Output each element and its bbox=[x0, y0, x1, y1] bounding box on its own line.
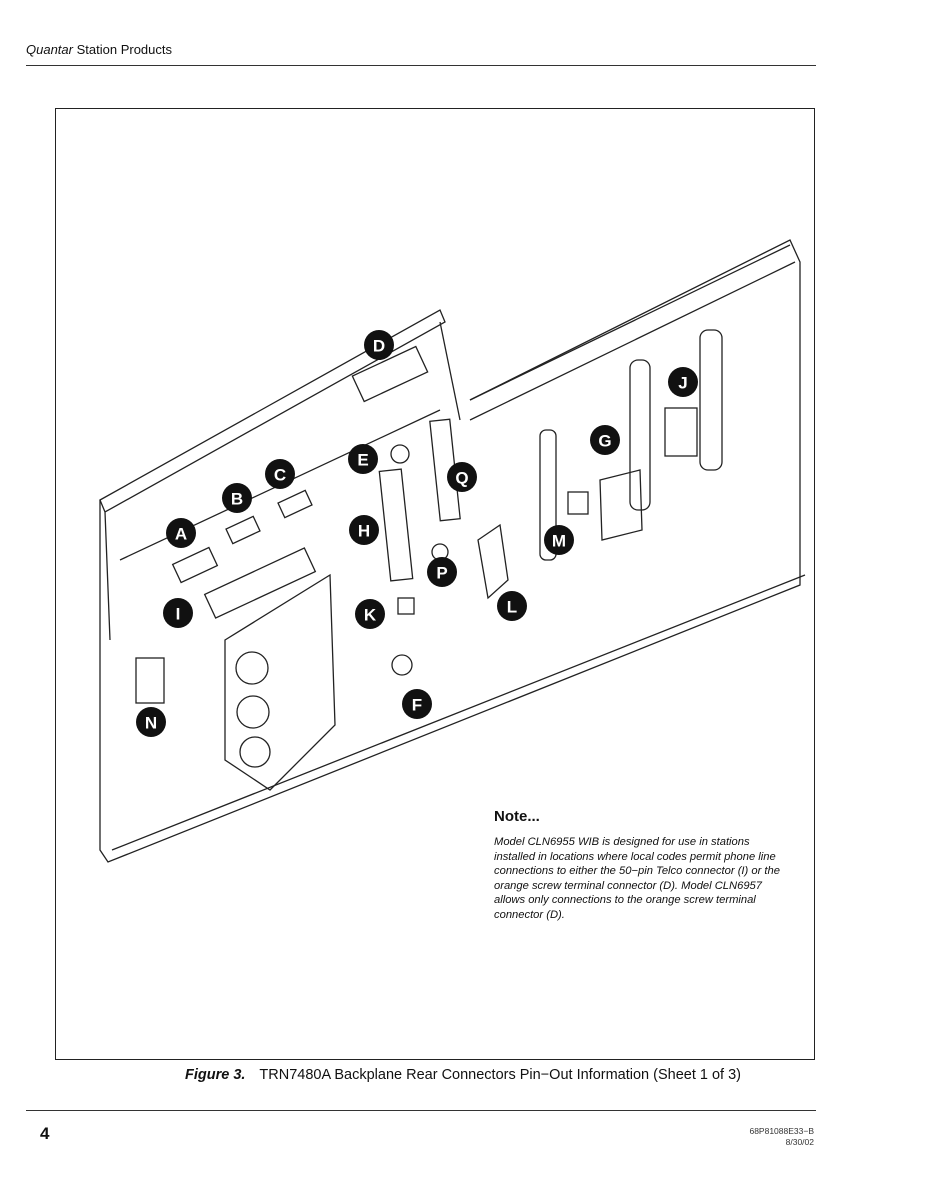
figure-frame bbox=[55, 108, 815, 1060]
figure-caption: Figure 3. TRN7480A Backplane Rear Connect… bbox=[0, 1067, 926, 1083]
callout-d-label: D bbox=[373, 337, 385, 356]
caption-text: TRN7480A Backplane Rear Connectors Pin−O… bbox=[259, 1067, 742, 1083]
header-rule bbox=[26, 65, 816, 66]
callout-h-marker bbox=[349, 515, 379, 545]
callout-l-marker bbox=[497, 591, 527, 621]
callout-p-label: P bbox=[436, 564, 447, 583]
callout-f-marker bbox=[402, 689, 432, 719]
callout-g-marker bbox=[590, 425, 620, 455]
callout-e-label: E bbox=[357, 451, 368, 470]
callout-b-label: B bbox=[231, 490, 243, 509]
callout-m-marker bbox=[544, 525, 574, 555]
note-box: Note... Model CLN6955 WIB is designed fo… bbox=[494, 808, 789, 922]
page-number: 4 bbox=[40, 1124, 50, 1143]
callout-a-marker bbox=[166, 518, 196, 548]
callout-k-label: K bbox=[364, 606, 377, 625]
brand-name: Quantar bbox=[26, 42, 73, 57]
backplane-panel bbox=[99, 239, 801, 863]
mounting-bracket bbox=[224, 573, 336, 791]
callout-n-label: N bbox=[145, 714, 157, 733]
callout-q-label: Q bbox=[455, 469, 468, 488]
callout-q-marker bbox=[447, 462, 477, 492]
callout-c-marker bbox=[265, 459, 295, 489]
callout-f-label: F bbox=[412, 696, 422, 715]
header-title: Station Products bbox=[76, 42, 172, 57]
callout-p-marker bbox=[427, 557, 457, 587]
doc-number: 68P81088E33−B bbox=[749, 1126, 814, 1136]
footer-rule bbox=[26, 1110, 816, 1111]
callout-k-marker bbox=[355, 599, 385, 629]
callout-a-label: A bbox=[175, 525, 187, 544]
callout-e-marker bbox=[348, 444, 378, 474]
upper-panel bbox=[99, 309, 461, 641]
doc-date: 8/30/02 bbox=[785, 1137, 814, 1147]
callout-h-label: H bbox=[358, 522, 370, 541]
callout-c-label: C bbox=[274, 466, 286, 485]
callout-j-marker bbox=[668, 367, 698, 397]
callout-i-label: I bbox=[176, 605, 181, 624]
callout-b-marker bbox=[222, 483, 252, 513]
callout-i-marker bbox=[163, 598, 193, 628]
callout-d-marker bbox=[364, 330, 394, 360]
callout-g-label: G bbox=[598, 432, 611, 451]
caption-label: Figure 3. bbox=[184, 1067, 246, 1083]
callout-n-marker bbox=[136, 707, 166, 737]
running-header: Quantar Station Products bbox=[26, 42, 172, 57]
callout-l-label: L bbox=[507, 598, 517, 617]
note-title: Note... bbox=[494, 808, 540, 825]
callout-m-label: M bbox=[552, 532, 566, 551]
callout-j-label: J bbox=[678, 374, 687, 393]
note-text: Model CLN6955 WIB is designed for use in… bbox=[494, 836, 780, 921]
